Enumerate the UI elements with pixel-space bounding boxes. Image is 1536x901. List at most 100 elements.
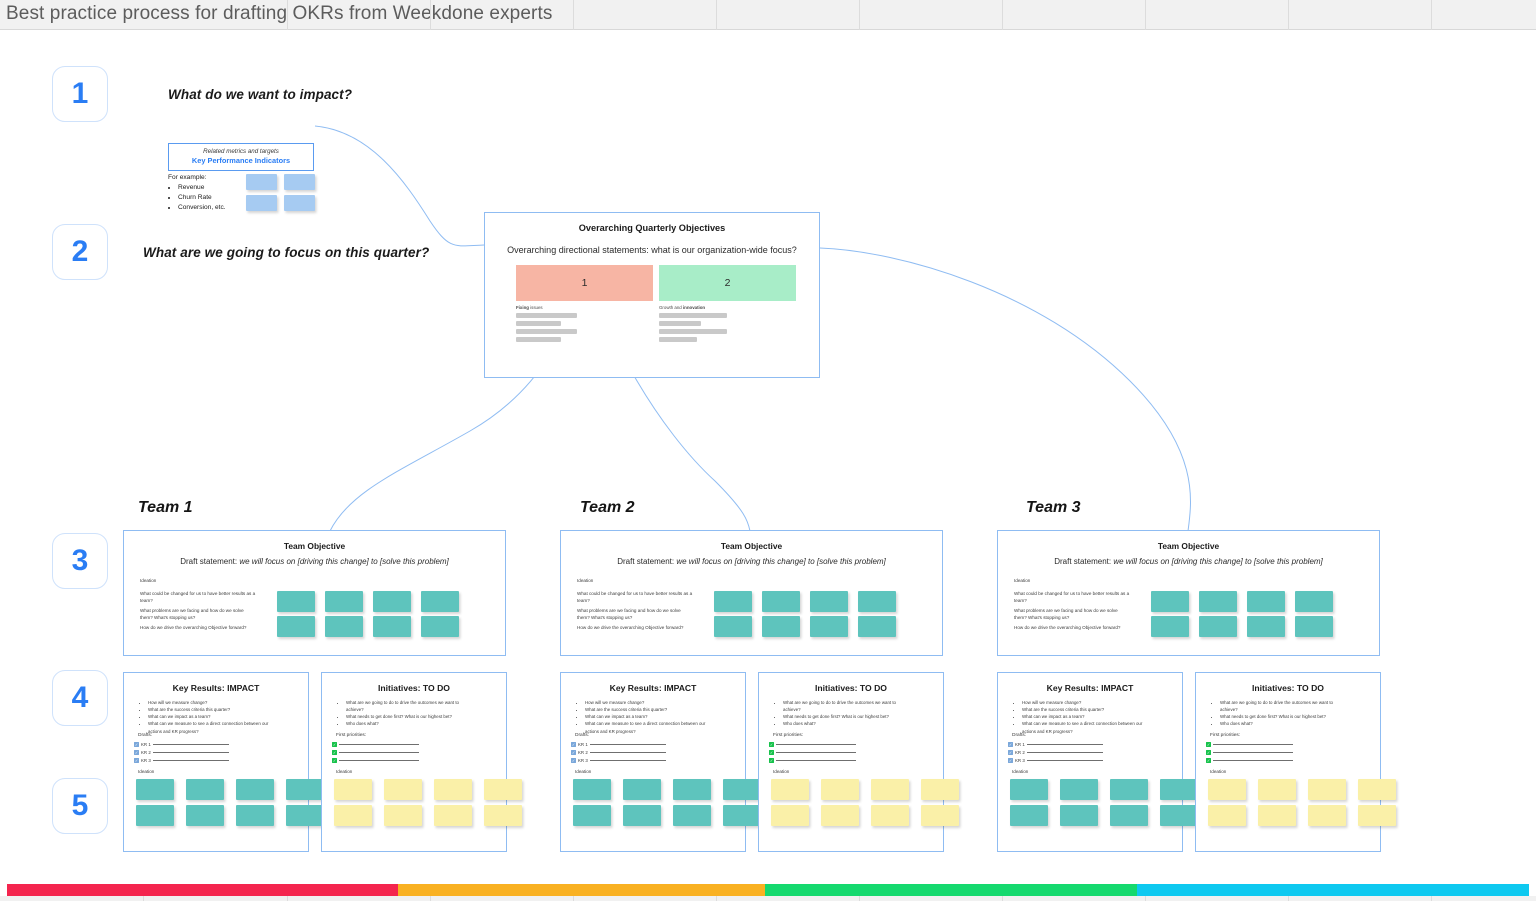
sticky-note-initiatives[interactable] bbox=[921, 779, 959, 800]
initiatives-draft-row[interactable]: ✓ bbox=[769, 758, 856, 763]
sticky-note-objective[interactable] bbox=[810, 591, 848, 612]
initiatives-draft-line[interactable] bbox=[1213, 744, 1293, 745]
checkbox-icon[interactable]: ✓ bbox=[571, 749, 576, 755]
sticky-note-key-results[interactable] bbox=[1110, 779, 1148, 800]
sticky-note-initiatives[interactable] bbox=[484, 805, 522, 826]
sticky-note-key-results[interactable] bbox=[236, 779, 274, 800]
sticky-note-objective[interactable] bbox=[325, 616, 363, 637]
sticky-note-objective[interactable] bbox=[373, 591, 411, 612]
sticky-note-key-results[interactable] bbox=[723, 779, 761, 800]
initiatives-draft-row[interactable]: ✓ bbox=[1206, 742, 1293, 747]
sticky-note-key-results[interactable] bbox=[673, 805, 711, 826]
key-results-draft-line[interactable] bbox=[589, 752, 666, 753]
sticky-note-key-results[interactable] bbox=[1010, 805, 1048, 826]
sticky-note-objective[interactable] bbox=[762, 591, 800, 612]
sticky-note-initiatives[interactable] bbox=[921, 805, 959, 826]
checkbox-icon[interactable]: ✓ bbox=[134, 749, 139, 755]
sticky-note-kpi[interactable] bbox=[284, 195, 315, 211]
sticky-note-key-results[interactable] bbox=[573, 805, 611, 826]
checkbox-icon[interactable]: ✓ bbox=[1206, 749, 1211, 755]
objective-box-1[interactable]: 1 bbox=[516, 265, 653, 301]
sticky-note-objective[interactable] bbox=[1199, 616, 1237, 637]
initiatives-draft-line[interactable] bbox=[1213, 760, 1293, 761]
sticky-note-initiatives[interactable] bbox=[434, 779, 472, 800]
sticky-note-objective[interactable] bbox=[714, 616, 752, 637]
sticky-note-kpi[interactable] bbox=[284, 174, 315, 190]
checkbox-icon[interactable]: ✓ bbox=[332, 741, 337, 747]
checkbox-icon[interactable]: ✓ bbox=[571, 741, 576, 747]
sticky-note-objective[interactable] bbox=[810, 616, 848, 637]
sticky-note-objective[interactable] bbox=[325, 591, 363, 612]
sticky-note-initiatives[interactable] bbox=[1258, 805, 1296, 826]
key-results-draft-row[interactable]: ✓KR 3 bbox=[134, 758, 229, 763]
initiatives-draft-line[interactable] bbox=[1213, 752, 1293, 753]
key-results-draft-row[interactable]: ✓KR 2 bbox=[134, 750, 229, 755]
sticky-note-key-results[interactable] bbox=[136, 779, 174, 800]
key-results-draft-row[interactable]: ✓KR 2 bbox=[1008, 750, 1103, 755]
initiatives-draft-line[interactable] bbox=[339, 752, 419, 753]
sticky-note-objective[interactable] bbox=[714, 591, 752, 612]
sticky-note-key-results[interactable] bbox=[1060, 805, 1098, 826]
key-results-draft-row[interactable]: ✓KR 1 bbox=[1008, 742, 1103, 747]
sticky-note-key-results[interactable] bbox=[236, 805, 274, 826]
checkbox-icon[interactable]: ✓ bbox=[769, 749, 774, 755]
sticky-note-key-results[interactable] bbox=[286, 779, 324, 800]
initiatives-draft-row[interactable]: ✓ bbox=[332, 758, 419, 763]
key-results-draft-line[interactable] bbox=[152, 760, 229, 761]
key-results-draft-row[interactable]: ✓KR 3 bbox=[571, 758, 666, 763]
sticky-note-objective[interactable] bbox=[1295, 616, 1333, 637]
sticky-note-key-results[interactable] bbox=[723, 805, 761, 826]
key-results-draft-row[interactable]: ✓KR 1 bbox=[571, 742, 666, 747]
sticky-note-objective[interactable] bbox=[277, 616, 315, 637]
initiatives-draft-line[interactable] bbox=[776, 760, 856, 761]
checkbox-icon[interactable]: ✓ bbox=[1206, 757, 1211, 763]
checkbox-icon[interactable]: ✓ bbox=[769, 757, 774, 763]
sticky-note-initiatives[interactable] bbox=[434, 805, 472, 826]
initiatives-draft-line[interactable] bbox=[339, 744, 419, 745]
sticky-note-kpi[interactable] bbox=[246, 195, 277, 211]
sticky-note-initiatives[interactable] bbox=[821, 779, 859, 800]
checkbox-icon[interactable]: ✓ bbox=[134, 757, 139, 763]
sticky-note-initiatives[interactable] bbox=[871, 805, 909, 826]
objective-box-2[interactable]: 2 bbox=[659, 265, 796, 301]
sticky-note-key-results[interactable] bbox=[136, 805, 174, 826]
sticky-note-initiatives[interactable] bbox=[871, 779, 909, 800]
sticky-note-objective[interactable] bbox=[858, 616, 896, 637]
sticky-note-key-results[interactable] bbox=[1160, 805, 1198, 826]
sticky-note-key-results[interactable] bbox=[186, 779, 224, 800]
sticky-note-key-results[interactable] bbox=[186, 805, 224, 826]
sticky-note-objective[interactable] bbox=[1247, 616, 1285, 637]
key-results-draft-line[interactable] bbox=[1026, 760, 1103, 761]
sticky-note-objective[interactable] bbox=[1151, 616, 1189, 637]
sticky-note-initiatives[interactable] bbox=[1258, 779, 1296, 800]
initiatives-draft-row[interactable]: ✓ bbox=[1206, 758, 1293, 763]
sticky-note-objective[interactable] bbox=[1199, 591, 1237, 612]
sticky-note-initiatives[interactable] bbox=[1358, 779, 1396, 800]
sticky-note-initiatives[interactable] bbox=[1308, 805, 1346, 826]
sticky-note-initiatives[interactable] bbox=[1358, 805, 1396, 826]
initiatives-draft-row[interactable]: ✓ bbox=[332, 750, 419, 755]
sticky-note-initiatives[interactable] bbox=[384, 779, 422, 800]
initiatives-draft-line[interactable] bbox=[339, 760, 419, 761]
sticky-note-key-results[interactable] bbox=[1060, 779, 1098, 800]
key-results-draft-line[interactable] bbox=[1026, 752, 1103, 753]
checkbox-icon[interactable]: ✓ bbox=[332, 757, 337, 763]
checkbox-icon[interactable]: ✓ bbox=[1008, 757, 1013, 763]
sticky-note-key-results[interactable] bbox=[623, 805, 661, 826]
key-results-draft-line[interactable] bbox=[589, 760, 666, 761]
kpi-box[interactable]: Related metrics and targets Key Performa… bbox=[168, 143, 314, 171]
sticky-note-key-results[interactable] bbox=[1160, 779, 1198, 800]
sticky-note-objective[interactable] bbox=[277, 591, 315, 612]
checkbox-icon[interactable]: ✓ bbox=[1206, 741, 1211, 747]
key-results-draft-line[interactable] bbox=[152, 752, 229, 753]
sticky-note-objective[interactable] bbox=[1247, 591, 1285, 612]
initiatives-draft-row[interactable]: ✓ bbox=[769, 750, 856, 755]
checkbox-icon[interactable]: ✓ bbox=[1008, 741, 1013, 747]
sticky-note-objective[interactable] bbox=[762, 616, 800, 637]
sticky-note-key-results[interactable] bbox=[286, 805, 324, 826]
key-results-draft-line[interactable] bbox=[152, 744, 229, 745]
initiatives-draft-line[interactable] bbox=[776, 752, 856, 753]
sticky-note-kpi[interactable] bbox=[246, 174, 277, 190]
sticky-note-key-results[interactable] bbox=[1010, 779, 1048, 800]
key-results-draft-line[interactable] bbox=[1026, 744, 1103, 745]
